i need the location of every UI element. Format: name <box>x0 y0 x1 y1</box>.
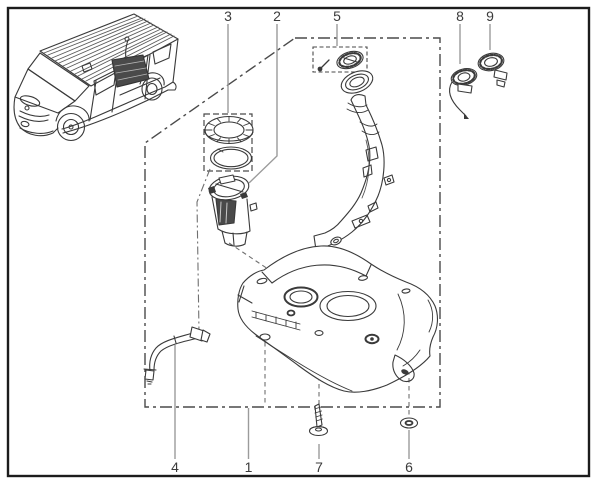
van-front-bumper <box>13 96 59 137</box>
mounting-screw <box>308 403 329 437</box>
diagram-border <box>6 6 591 478</box>
van-illustration <box>13 13 179 142</box>
filler-neck-inlet <box>340 70 374 94</box>
callout-label-8[interactable]: 8 <box>456 8 464 24</box>
van-mirror <box>81 62 93 73</box>
callout-label-1[interactable]: 1 <box>245 459 253 475</box>
tank-fitting <box>364 333 380 345</box>
van-headlight <box>19 95 41 107</box>
washer-grommet <box>399 417 419 429</box>
van-window-front <box>93 69 117 96</box>
hose-end-fitting <box>144 369 155 381</box>
assembly-boundary-box <box>144 37 441 408</box>
tank-recess <box>319 290 377 322</box>
hose-routing-leader <box>196 168 211 333</box>
van-grille <box>18 110 50 122</box>
detail-box-locking-ring <box>203 113 253 172</box>
fuel-tank <box>237 245 438 393</box>
van-foglight <box>20 120 30 128</box>
hose-connector <box>189 326 205 342</box>
tank-boss <box>259 333 271 341</box>
fuel-pump-module <box>208 174 258 247</box>
van-badge <box>24 105 30 111</box>
callout-label-9[interactable]: 9 <box>486 8 494 24</box>
cap-tether <box>449 81 467 117</box>
vent-hose <box>143 326 211 385</box>
leader-lines <box>174 24 491 459</box>
callout-label-5[interactable]: 5 <box>333 8 341 24</box>
cap-screw <box>320 59 330 69</box>
hose-clamp <box>330 236 342 246</box>
fuel-cap-tethered <box>449 68 478 119</box>
van-window-rear <box>152 43 172 65</box>
van-hood <box>14 68 76 114</box>
callout-label-3[interactable]: 3 <box>224 8 232 24</box>
callout-label-2[interactable]: 2 <box>273 8 281 24</box>
van-front-wheel <box>55 105 90 142</box>
van-windshield <box>27 52 90 102</box>
callout-labels: 3 2 5 8 9 4 1 7 6 <box>171 8 494 475</box>
van-fuel-tank-highlight <box>111 36 150 88</box>
leader-2 <box>248 24 278 184</box>
filler-cap-service-kit <box>317 50 364 72</box>
seal-ring <box>209 146 253 170</box>
locking-ring <box>204 115 254 145</box>
callout-label-4[interactable]: 4 <box>171 459 179 475</box>
filler-neck <box>313 70 395 251</box>
callout-label-6[interactable]: 6 <box>405 459 413 475</box>
pump-opening <box>283 286 319 308</box>
callout-label-7[interactable]: 7 <box>315 459 323 475</box>
detail-box-filler-cap <box>312 46 368 73</box>
fuel-cap-spare <box>477 52 508 88</box>
